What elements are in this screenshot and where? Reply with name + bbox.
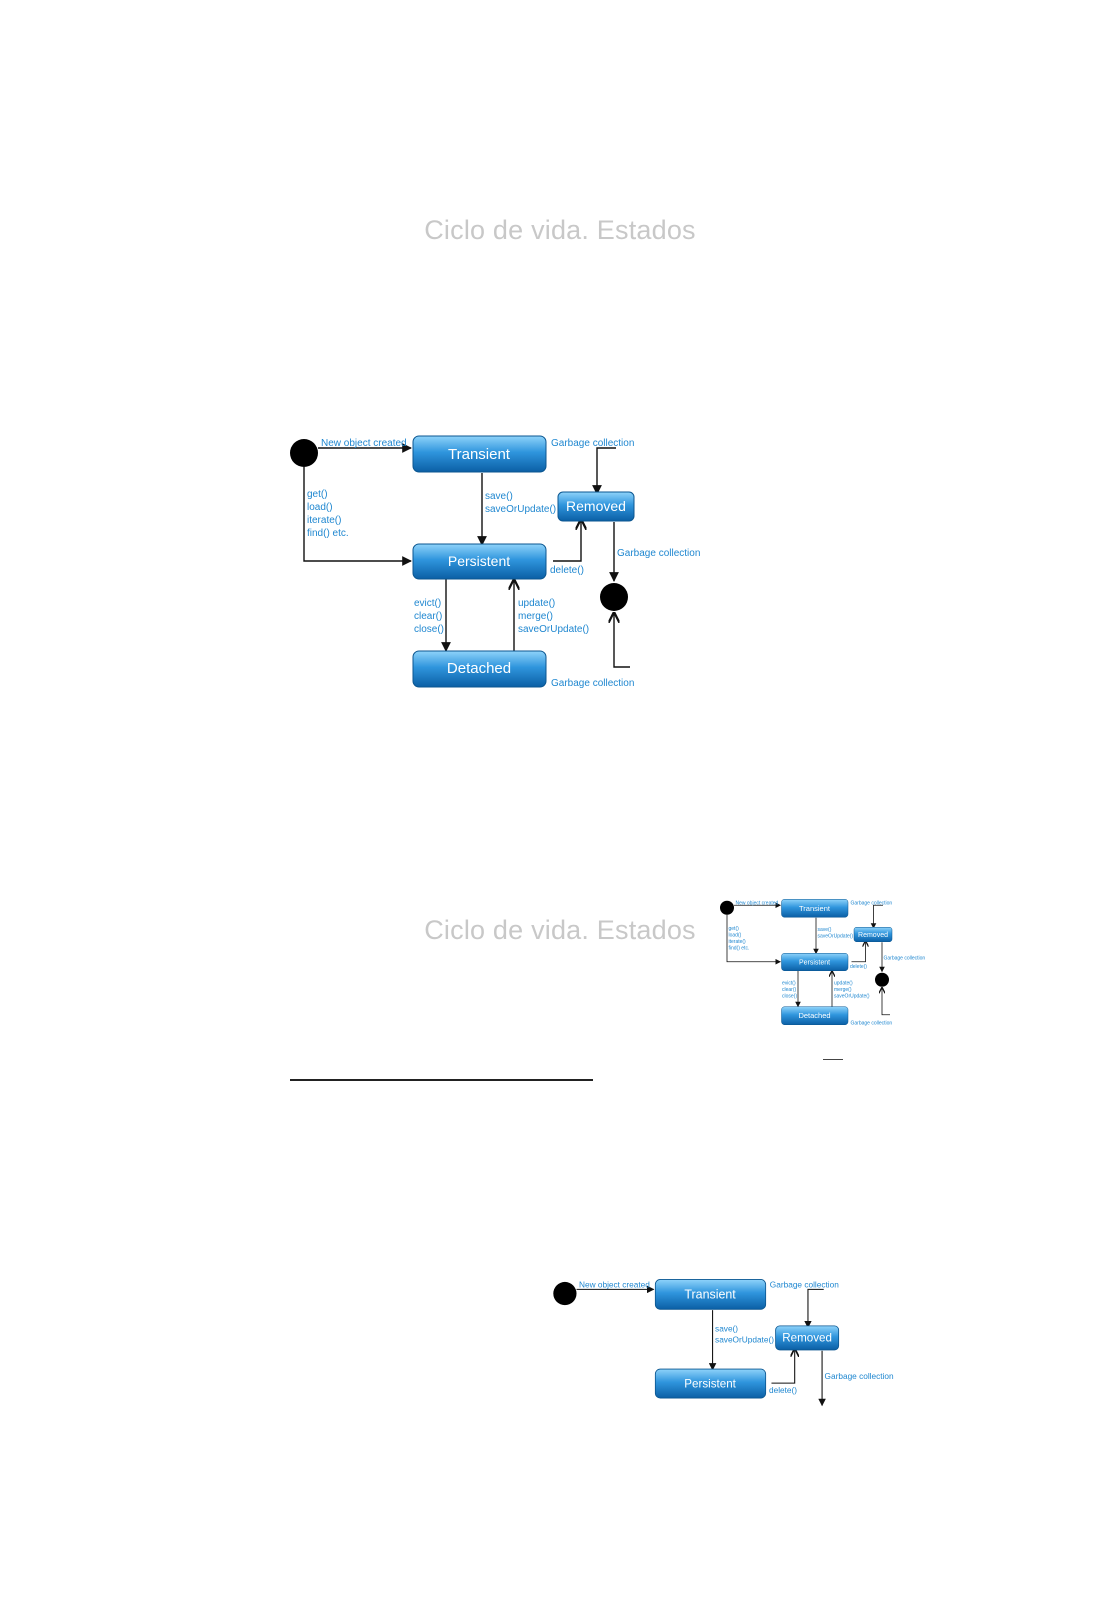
label-update: update() bbox=[834, 980, 853, 986]
final-node bbox=[600, 583, 628, 611]
state-transient: Transient bbox=[781, 899, 849, 918]
state-removed: Removed bbox=[775, 1325, 840, 1351]
label-load: load() bbox=[729, 932, 742, 938]
label-clear: clear() bbox=[782, 987, 797, 993]
label-garbage-collection: Garbage collection bbox=[851, 1020, 893, 1026]
label-merge: merge() bbox=[518, 611, 553, 622]
label-find: find() etc. bbox=[307, 528, 349, 539]
state-persistent: Persistent bbox=[412, 543, 547, 580]
edge-transient-removed bbox=[592, 447, 616, 495]
state-transient: Transient bbox=[412, 435, 547, 473]
page-title: Ciclo de vida. Estados bbox=[424, 215, 696, 245]
edge-initial-persistent bbox=[303, 467, 412, 566]
label-garbage-collection: Garbage collection bbox=[884, 955, 926, 961]
state-persistent: Persistent bbox=[781, 953, 849, 971]
label-find: find() etc. bbox=[729, 945, 750, 951]
label-evict: evict() bbox=[414, 598, 441, 609]
edge-initial-persistent bbox=[726, 914, 782, 965]
label-get: get() bbox=[307, 489, 328, 500]
edge-detached-final bbox=[882, 988, 890, 1016]
label-garbage-collection: Garbage collection bbox=[617, 548, 700, 559]
lifecycle-diagram-partial: Transient Removed Persistent New object … bbox=[553, 1279, 894, 1407]
label-update: update() bbox=[518, 598, 555, 609]
svg-text:Detached: Detached bbox=[447, 660, 511, 677]
label-save: save() bbox=[818, 927, 832, 933]
label-garbage-collection: Garbage collection bbox=[825, 1371, 894, 1381]
edge-persistent-removed bbox=[553, 520, 581, 562]
label-close: close() bbox=[414, 624, 444, 635]
label-delete: delete() bbox=[850, 964, 867, 970]
label-garbage-collection: Garbage collection bbox=[551, 678, 634, 689]
edge-transient-removed bbox=[870, 904, 883, 929]
label-new-object-created: New object created bbox=[579, 1280, 650, 1290]
svg-text:Removed: Removed bbox=[566, 498, 626, 514]
edge-persistent-removed bbox=[771, 1349, 794, 1384]
label-garbage-collection: Garbage collection bbox=[551, 438, 634, 449]
label-garbage-collection: Garbage collection bbox=[770, 1280, 839, 1290]
label-delete: delete() bbox=[550, 565, 584, 576]
state-removed: Removed bbox=[853, 927, 893, 942]
edge-detached-final bbox=[614, 613, 630, 668]
svg-text:Transient: Transient bbox=[799, 904, 831, 913]
final-node bbox=[875, 972, 889, 987]
edge-transient-removed bbox=[804, 1288, 824, 1329]
label-garbage-collection: Garbage collection bbox=[851, 900, 893, 906]
svg-text:Persistent: Persistent bbox=[448, 553, 510, 569]
state-detached: Detached bbox=[781, 1006, 849, 1025]
edge-persistent-removed bbox=[851, 941, 866, 963]
label-save-or-update: saveOrUpdate() bbox=[715, 1334, 774, 1344]
label-merge: merge() bbox=[834, 987, 852, 993]
divider bbox=[290, 1079, 593, 1081]
label-save-or-update: saveOrUpdate() bbox=[518, 624, 589, 635]
initial-node bbox=[290, 439, 318, 467]
label-save: save() bbox=[485, 491, 513, 502]
state-persistent: Persistent bbox=[654, 1368, 767, 1399]
svg-text:Transient: Transient bbox=[448, 446, 511, 463]
divider bbox=[823, 1059, 843, 1060]
lifecycle-diagram-main: Transient Removed Persistent Detached Ne… bbox=[290, 435, 700, 689]
lifecycle-diagram-thumbnail: Transient Removed Persistent Detached Ne… bbox=[720, 899, 926, 1026]
initial-node bbox=[553, 1281, 577, 1306]
initial-node bbox=[720, 900, 734, 915]
svg-text:Persistent: Persistent bbox=[684, 1377, 736, 1390]
label-new-object-created: New object created bbox=[321, 438, 407, 449]
label-evict: evict() bbox=[782, 980, 796, 986]
label-save: save() bbox=[715, 1324, 738, 1334]
label-load: load() bbox=[307, 502, 333, 513]
page-title-repeat: Ciclo de vida. Estados bbox=[424, 915, 696, 945]
label-iterate: iterate() bbox=[307, 515, 341, 526]
state-removed: Removed bbox=[557, 491, 635, 522]
svg-text:Persistent: Persistent bbox=[799, 959, 830, 966]
svg-text:Removed: Removed bbox=[858, 932, 888, 939]
svg-text:Detached: Detached bbox=[798, 1011, 830, 1020]
label-get: get() bbox=[729, 926, 740, 932]
label-save-or-update: saveOrUpdate() bbox=[818, 933, 854, 939]
label-save-or-update: saveOrUpdate() bbox=[834, 993, 870, 999]
label-save-or-update: saveOrUpdate() bbox=[485, 504, 556, 515]
label-iterate: iterate() bbox=[729, 939, 747, 945]
svg-text:Removed: Removed bbox=[782, 1332, 832, 1345]
state-transient: Transient bbox=[654, 1279, 767, 1310]
svg-text:Transient: Transient bbox=[684, 1288, 736, 1302]
label-new-object-created: New object created bbox=[736, 900, 779, 906]
label-clear: clear() bbox=[414, 611, 442, 622]
label-delete: delete() bbox=[769, 1385, 797, 1395]
label-close: close() bbox=[782, 993, 797, 999]
state-detached: Detached bbox=[412, 650, 547, 688]
